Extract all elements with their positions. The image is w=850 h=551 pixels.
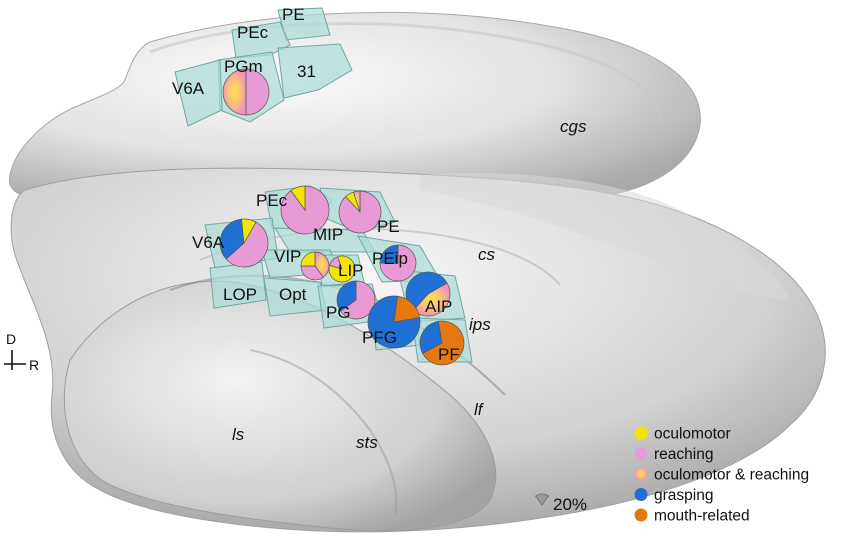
label-upper-pe: PE — [282, 5, 305, 24]
area-patch-v6a-upper — [174, 59, 223, 127]
frontal-lobe — [420, 173, 790, 300]
pie-v6a-slice-oculomotor — [241, 218, 257, 245]
pie-pfg-slice-mouth-related — [393, 295, 421, 323]
pie-vip-slice-oculomotor — [300, 251, 316, 267]
medial-ridge — [149, 21, 662, 121]
pie-pfg-slice-grasping — [367, 295, 421, 349]
pie-vip-slice-reaching — [300, 265, 324, 281]
scale-marker: 20% — [534, 493, 587, 514]
legend-swatch-mouth-related — [634, 508, 648, 522]
pie-v6a-slice-grasping — [219, 218, 245, 260]
scale-label: 20% — [553, 495, 587, 514]
pie-pgm-slice-reaching — [245, 68, 270, 116]
pie-v6a-slice-reaching — [225, 221, 269, 268]
sulcus-cs: cs — [478, 245, 496, 264]
label-peip: PEip — [372, 249, 408, 268]
pie-pe-slice-oculomotor-reaching — [353, 190, 361, 213]
legend-label-mouth-related: mouth-related — [654, 508, 750, 525]
pie-aip — [405, 271, 451, 317]
pie-pe — [338, 190, 382, 234]
label-lip: LIP — [338, 261, 364, 280]
label-upper-pec: PEc — [237, 23, 269, 42]
pie-pg — [336, 280, 376, 320]
pie-pfg — [367, 295, 421, 349]
pie-pgm — [222, 68, 270, 116]
pie-vip-slice-oculomotor-reaching — [314, 251, 330, 278]
pie-pgm-slice-oculomotor-reaching — [222, 68, 247, 116]
orientation-dorsal: D — [6, 331, 16, 347]
legend-swatch-oculomotor — [634, 426, 648, 440]
pie-v6a — [219, 218, 269, 268]
legend: oculomotor reaching oculomotor & reaching g… — [634, 426, 809, 525]
label-upper-pgm: PGm — [224, 57, 263, 76]
pie-peip — [379, 244, 417, 282]
label-lop: LOP — [223, 285, 257, 304]
scale-wedge-icon — [534, 493, 550, 506]
pie-peip-slice-grasping — [379, 244, 399, 264]
label-pf: PF — [438, 345, 460, 364]
label-opt: Opt — [279, 285, 307, 304]
label-lower-pec: PEc — [256, 191, 288, 210]
label-aip: AIP — [425, 297, 452, 316]
label-lower-pe: PE — [377, 217, 400, 236]
orientation-marker: D R — [4, 331, 39, 373]
label-pfg: PFG — [362, 328, 397, 347]
label-upper-31: 31 — [297, 62, 316, 81]
legend-label-reaching: reaching — [654, 446, 713, 463]
orientation-rostral: R — [29, 357, 39, 373]
sulcus-ips: ips — [469, 315, 491, 334]
pie-lip-slice-reaching — [329, 256, 343, 270]
legend-label-oculomotor: oculomotor — [654, 426, 731, 443]
sulcus-ls: ls — [232, 425, 245, 444]
area-patch-31-upper — [277, 43, 353, 99]
legend-swatch-grasping — [634, 488, 648, 501]
pie-pf-slice-mouth-related — [422, 320, 465, 366]
legend-label-oculomotor-reaching: oculomotor & reaching — [654, 467, 809, 484]
pie-pec-slice-oculomotor — [290, 185, 306, 212]
label-pg: PG — [326, 303, 351, 322]
label-mip: MIP — [313, 225, 343, 244]
sulcus-cgs: cgs — [560, 117, 587, 136]
legend-swatch-oculomotor-reaching — [634, 467, 648, 481]
pie-pg-slice-grasping — [336, 280, 357, 312]
sulcus-labels: cgs cs ips lf ls sts — [232, 117, 587, 452]
sts-groove — [249, 349, 398, 516]
label-vip: VIP — [274, 247, 301, 266]
label-upper-v6a: V6A — [172, 79, 205, 98]
pie-vip — [300, 251, 330, 281]
legend-label-grasping: grasping — [654, 487, 713, 504]
area-labels: PE PEc PGm V6A 31 PEc PE MIP V6A VIP LIP… — [172, 5, 460, 364]
pie-pec — [280, 185, 330, 235]
legend-swatch-reaching — [634, 447, 648, 460]
pie-charts — [219, 68, 465, 366]
pie-pf — [419, 320, 465, 366]
pie-lip — [328, 255, 356, 283]
label-lower-v6a: V6A — [192, 233, 225, 252]
sulcus-lf: lf — [474, 400, 485, 419]
sulcus-sts: sts — [356, 433, 378, 452]
pie-pf-slice-grasping — [419, 320, 443, 354]
